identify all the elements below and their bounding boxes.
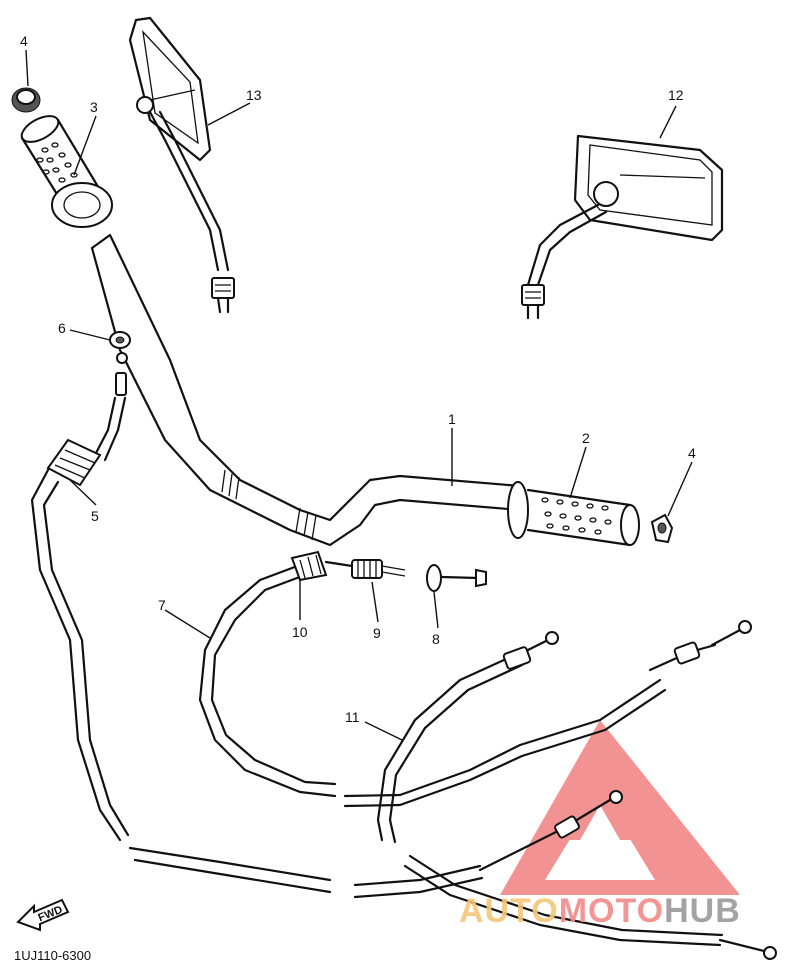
part-6-clamp (109, 331, 131, 364)
callout-4-left: 4 (20, 33, 28, 49)
watermark-moto: MOTO (559, 892, 664, 930)
watermark-text: AUTOMOTOHUB (459, 892, 741, 930)
part-11-clutch-cable (376, 620, 777, 960)
part-3-left-grip (20, 115, 113, 228)
callout-9: 9 (373, 625, 381, 641)
part-12-right-mirror (521, 134, 724, 320)
part-1-handlebar (90, 233, 522, 547)
part-9-adjuster (351, 559, 406, 579)
callout-2: 2 (582, 430, 590, 446)
watermark-logo (500, 720, 740, 895)
callout-5: 5 (91, 508, 99, 524)
callout-13: 13 (246, 87, 262, 103)
callout-4-right: 4 (688, 445, 696, 461)
callout-1: 1 (448, 411, 456, 427)
callout-7: 7 (158, 597, 166, 613)
callout-10: 10 (292, 624, 308, 640)
watermark-auto: AUTO (459, 892, 559, 930)
part-2-right-grip (507, 481, 640, 547)
callout-numbers: 4 3 13 12 6 5 1 2 4 7 10 9 8 11 (20, 33, 696, 725)
part-5-cable-left (30, 372, 484, 899)
callout-12: 12 (668, 87, 684, 103)
svg-text:AUTOMOTOHUB: AUTOMOTOHUB (459, 892, 741, 930)
part-7-throttle-cable (198, 563, 667, 808)
part-8-locknut (426, 564, 487, 592)
diagram-code: 1UJ110-6300 (14, 948, 91, 963)
leader-lines (25, 49, 693, 741)
part-4-grip-end-right (650, 513, 674, 544)
watermark-hub: HUB (664, 892, 741, 930)
callout-8: 8 (432, 631, 440, 647)
part-4-grip-end-left (11, 87, 41, 113)
callout-11: 11 (345, 709, 360, 725)
fwd-arrow: FWD (16, 898, 70, 932)
part-13-left-mirror (128, 16, 235, 314)
part-10-cable-end (290, 550, 354, 582)
callout-6: 6 (58, 320, 66, 336)
callout-3: 3 (90, 99, 98, 115)
fwd-label: FWD (36, 904, 64, 925)
